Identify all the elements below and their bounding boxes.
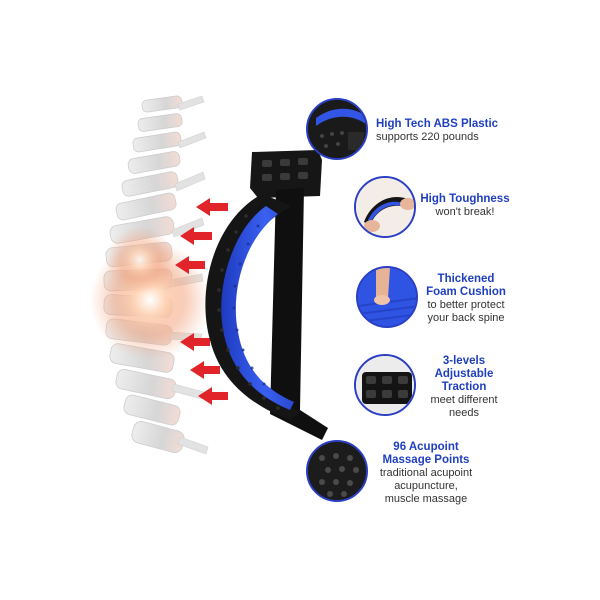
acupoint-thumbnail: [306, 440, 368, 502]
feature-desc-line: meet different: [430, 394, 498, 406]
foam-cushion-thumbnail: [356, 266, 418, 328]
feature-desc-line: acupuncture,: [394, 480, 458, 492]
toughness-thumbnail: [354, 176, 416, 238]
feature-desc: supports 220 pounds: [376, 131, 479, 143]
feature-title-line: Adjustable: [434, 368, 494, 380]
feature-desc: won't break!: [435, 206, 495, 218]
feature-desc-line: to better protect: [427, 299, 505, 311]
abs-plastic-thumbnail: [306, 98, 368, 160]
feature-desc-line: your back spine: [427, 312, 505, 324]
feature-title-line: Massage Points: [382, 454, 470, 466]
feature-title-line: Foam Cushion: [426, 286, 506, 298]
feature-desc-line: needs: [449, 407, 479, 419]
feature-title-line: Traction: [441, 381, 487, 393]
feature-title: High Tech ABS Plastic: [376, 118, 499, 130]
feature-desc-line: muscle massage: [384, 493, 468, 505]
feature-title-line: 96 Acupoint: [393, 441, 459, 453]
back-stretcher-product: [205, 150, 328, 440]
feature-title-line: 3-levels: [442, 355, 486, 367]
red-arrow-icon: [175, 198, 228, 405]
feature-title-line: Thickened: [437, 273, 495, 285]
feature-title: High Toughness: [420, 193, 510, 205]
feature-desc-line: traditional acupoint: [379, 467, 473, 479]
adjustable-traction-thumbnail: [354, 354, 416, 416]
